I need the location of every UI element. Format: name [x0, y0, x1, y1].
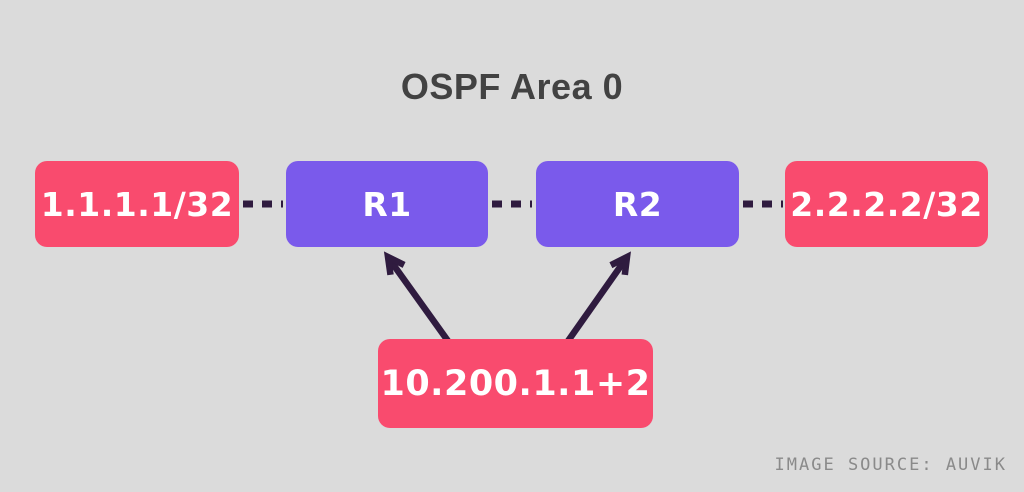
node-router-r2-label: R2: [612, 184, 663, 224]
node-router-r1-label: R1: [362, 184, 412, 224]
node-shared-ip: 10.200.1.1+2: [378, 339, 653, 428]
arrow-to-r1: [383, 251, 451, 343]
node-loopback-1: 1.1.1.1/32: [35, 161, 239, 247]
arrow-to-r2: [565, 251, 631, 343]
diagram-title: OSPF Area 0: [400, 66, 624, 107]
image-source-credit: IMAGE SOURCE: AUVIK: [774, 455, 1007, 475]
node-loopback-1-label: 1.1.1.1/32: [40, 184, 234, 224]
node-router-r2: R2: [536, 161, 739, 247]
node-loopback-2: 2.2.2.2/32: [785, 161, 988, 247]
node-loopback-2-label: 2.2.2.2/32: [790, 184, 983, 224]
node-shared-ip-label: 10.200.1.1+2: [380, 363, 651, 404]
node-router-r1: R1: [286, 161, 488, 247]
